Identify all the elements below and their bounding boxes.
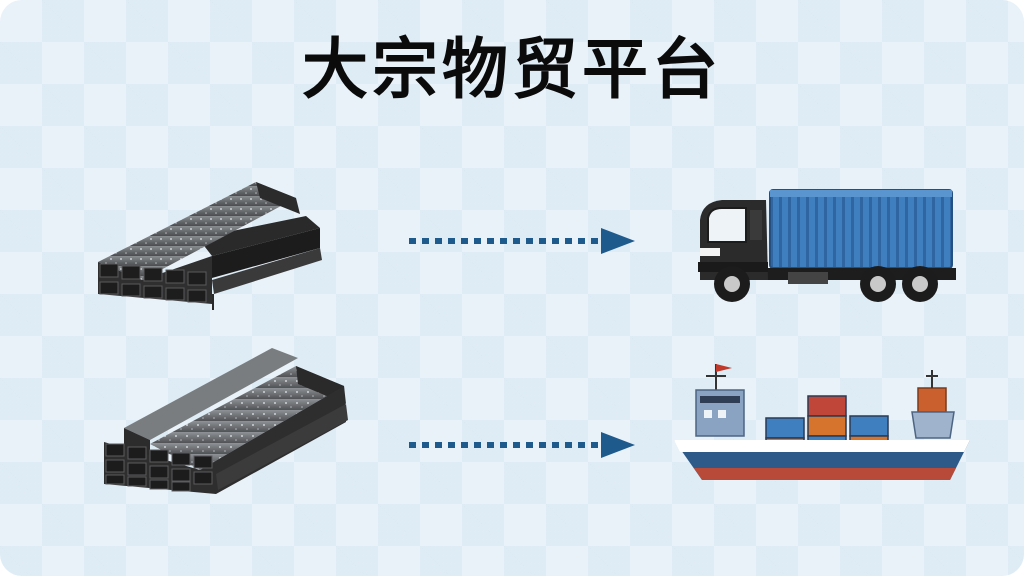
cargo-ship-icon: [668, 360, 978, 500]
steel-beams-icon: [88, 176, 328, 320]
dotted-arrow-right-icon: [405, 226, 637, 260]
page-title: 大宗物贸平台: [302, 31, 722, 108]
steel-beams-icon: [96, 344, 356, 508]
container-truck-icon: [692, 184, 962, 314]
dotted-arrow-right-icon: [405, 430, 637, 464]
